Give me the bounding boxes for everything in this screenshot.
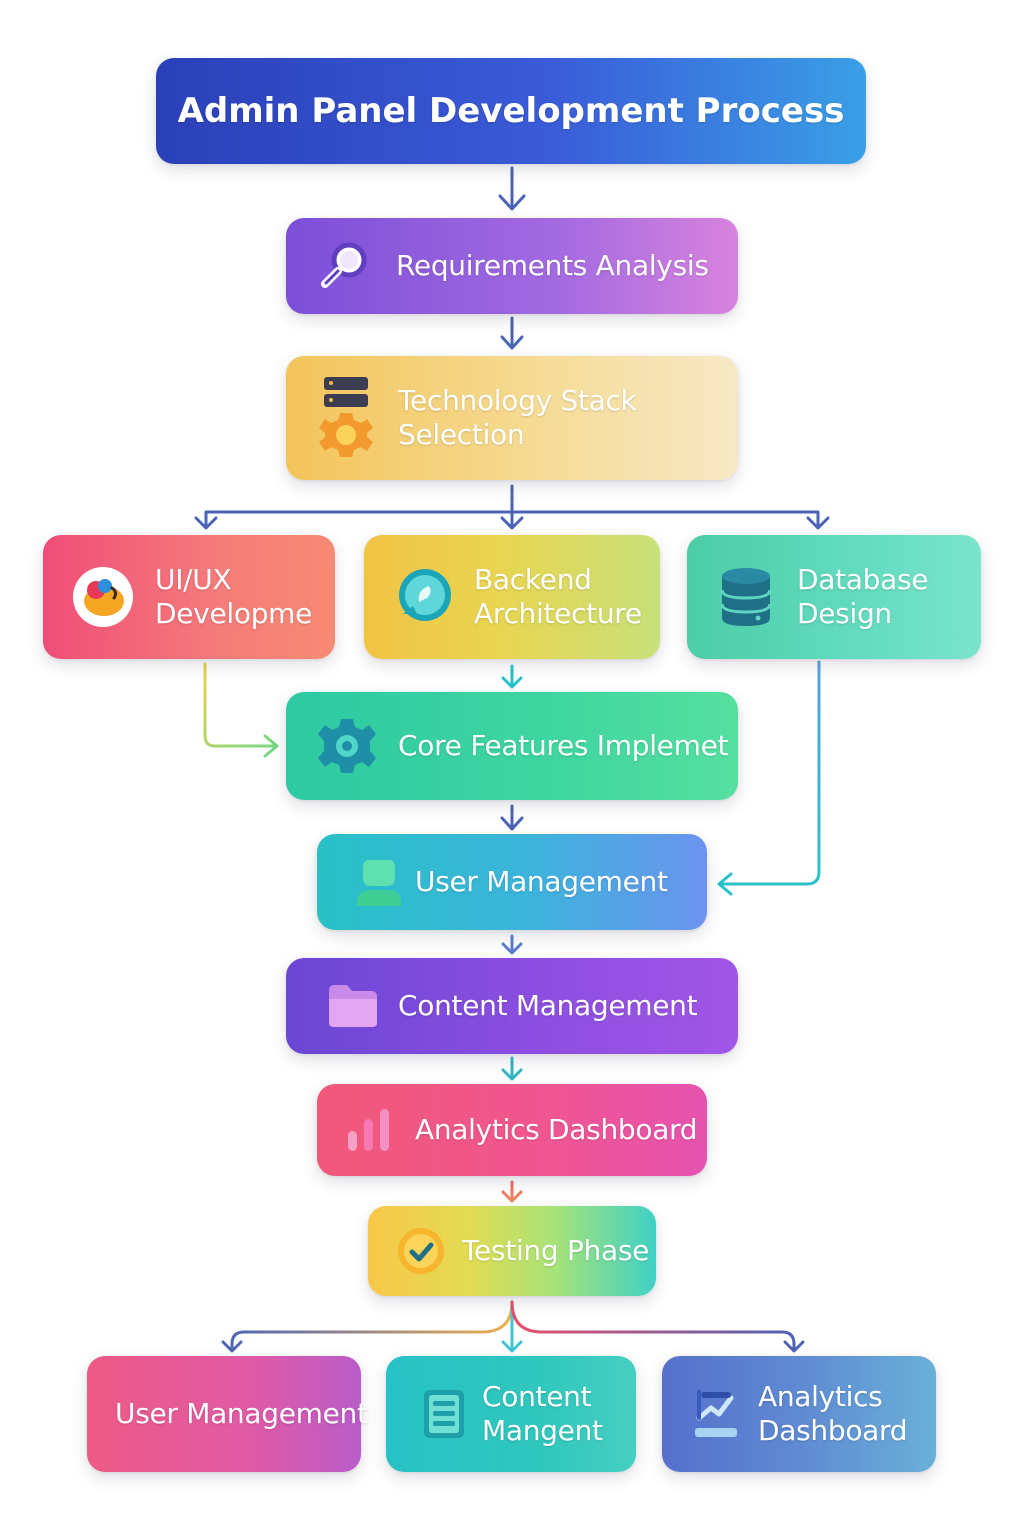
step-analytics-dashboard[interactable]: Analytics Dashboard <box>317 1084 707 1176</box>
trend-chart-icon <box>688 1388 744 1440</box>
step-label: UI/UX Developme <box>155 563 313 630</box>
step-backend-architecture[interactable]: Backend Architecture <box>364 535 660 659</box>
check-circle-icon <box>394 1226 448 1276</box>
server-gear-icon <box>316 373 378 463</box>
chat-bubble-icon <box>392 566 456 628</box>
step-core-features[interactable]: Core Features Implemet <box>286 692 738 800</box>
search-icon <box>316 236 378 296</box>
arrow-tech-branch <box>194 484 830 530</box>
step-label: Testing Phase <box>462 1234 650 1267</box>
step-label: User Management <box>415 865 668 898</box>
diagram-title: Admin Panel Development Process <box>156 58 866 164</box>
arrow-content-to-analytics <box>501 1056 523 1081</box>
step-user-management[interactable]: User Management <box>317 834 707 930</box>
step-label: Technology Stack Selection <box>398 384 637 451</box>
arrow-backend-to-core <box>501 664 523 689</box>
arrow-testing-to-user-output <box>221 1300 514 1353</box>
step-database-design[interactable]: Database Design <box>687 535 981 659</box>
database-icon <box>715 566 777 628</box>
step-content-management[interactable]: Content Management <box>286 958 738 1054</box>
gear-icon <box>316 717 378 775</box>
step-requirements-analysis[interactable]: Requirements Analysis <box>286 218 738 314</box>
output-analytics-dashboard[interactable]: Analytics Dashboard <box>662 1356 936 1472</box>
step-testing-phase[interactable]: Testing Phase <box>368 1206 656 1296</box>
step-label: Core Features Implemet <box>398 729 729 762</box>
step-label: Requirements Analysis <box>396 249 709 282</box>
arrow-database-to-user <box>717 660 821 896</box>
arrow-testing-to-analytics-output <box>510 1300 805 1353</box>
diagram-title-text: Admin Panel Development Process <box>177 91 845 131</box>
arrow-requirements-to-tech <box>500 316 524 350</box>
step-uiux-development[interactable]: UI/UX Developme <box>43 535 335 659</box>
step-label: Database Design <box>797 563 929 630</box>
step-label: Backend Architecture <box>474 563 642 630</box>
step-technology-stack-selection[interactable]: Technology Stack Selection <box>286 356 738 480</box>
arrow-title-to-requirements <box>498 166 526 211</box>
output-label: Content Mangent <box>482 1380 603 1447</box>
step-label: Analytics Dashboard <box>415 1113 698 1146</box>
palette-icon <box>71 566 135 628</box>
output-user-management[interactable]: User Management <box>87 1356 368 1472</box>
arrow-core-to-user <box>500 804 524 831</box>
arrow-analytics-to-testing <box>501 1180 523 1203</box>
user-icon <box>351 856 407 908</box>
document-icon <box>420 1388 468 1440</box>
arrow-uiux-to-core <box>203 662 279 758</box>
output-label: Analytics Dashboard <box>758 1380 908 1447</box>
folder-icon <box>326 983 380 1029</box>
arrow-user-to-content <box>501 934 523 955</box>
bar-chart-icon <box>343 1107 397 1153</box>
output-content-management[interactable]: Content Mangent <box>386 1356 636 1472</box>
step-label: Content Management <box>398 989 698 1022</box>
output-label: User Management <box>115 1397 368 1430</box>
